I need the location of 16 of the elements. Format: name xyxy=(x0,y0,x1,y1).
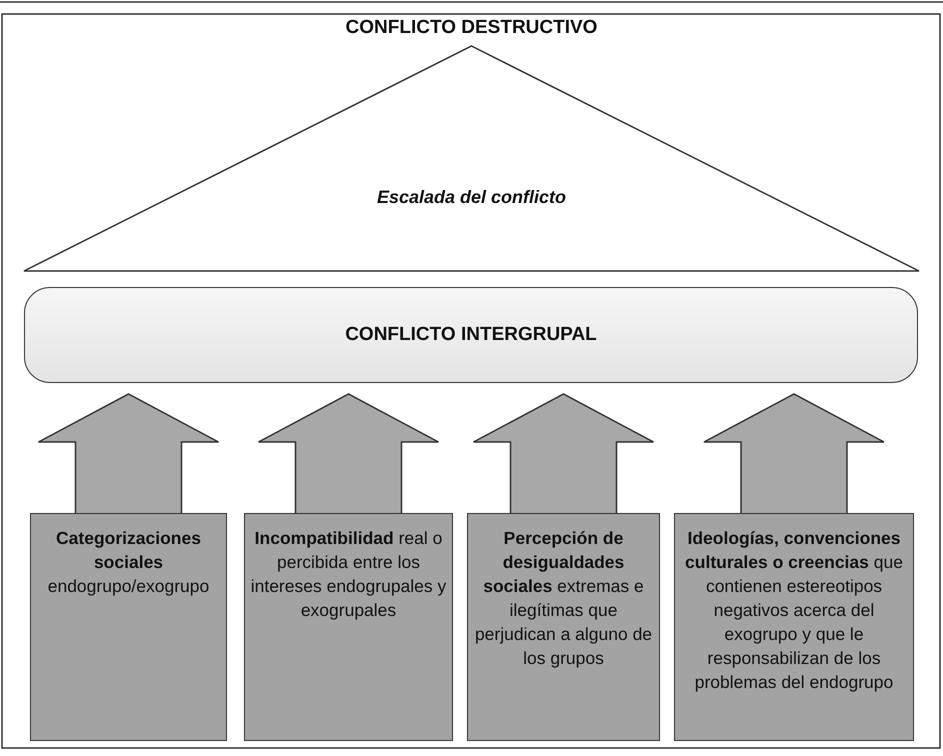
rounded-band xyxy=(24,287,918,383)
block-arrow xyxy=(472,393,654,514)
band-label: CONFLICTO INTERGRUPAL xyxy=(345,324,597,346)
factor-box xyxy=(244,513,453,741)
factor-box xyxy=(467,513,660,741)
factor-text: Ideologías, convenciones culturales o creencias que contienen estereotipos negativos acerca del exogrupo y que le responsabilizan de los problemas del endogrupo xyxy=(684,527,904,694)
factor-box xyxy=(674,513,914,741)
factor-text: Incompatibilidad real o percibida entre los intereses endogrupales y exogrupales xyxy=(250,527,447,622)
triangle-label: Escalada del conflicto xyxy=(376,187,566,208)
block-arrow xyxy=(258,393,440,514)
factor-box xyxy=(30,513,227,741)
block-arrow xyxy=(703,393,885,514)
factor-text: Categorizaciones sociales endogrupo/exogrupo xyxy=(46,527,210,598)
factor-text: Percepción de desigualdades sociales extremas e ilegítimas que perjudican a alguno de los grupos xyxy=(474,527,654,670)
block-arrow xyxy=(38,393,220,514)
heading: CONFLICTO DESTRUCTIVO xyxy=(346,17,598,39)
